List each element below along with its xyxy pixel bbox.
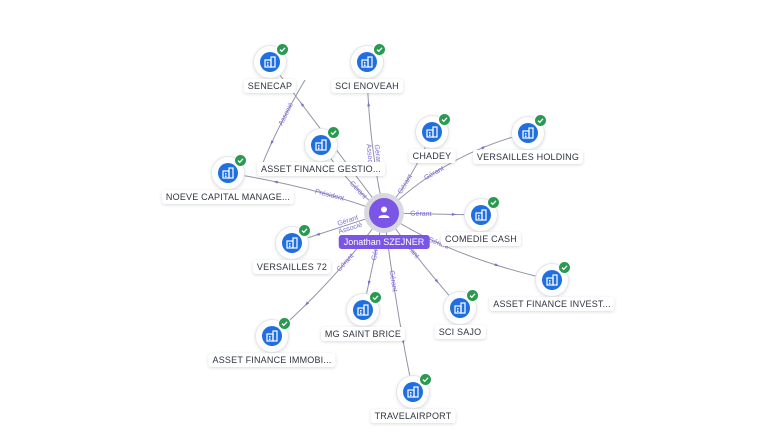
building-icon (403, 382, 423, 402)
edge-label-asset-finance-gestion: Gérant (348, 180, 368, 200)
verified-check-icon (278, 317, 291, 330)
edge-label-mg-saint-brice: Gérant (371, 239, 382, 261)
company-icon[interactable] (397, 373, 432, 408)
edge-arrow-noeve-capital (273, 180, 279, 184)
edge-arrow-asset-finance-invest (494, 263, 500, 267)
verified-check-icon (369, 291, 382, 304)
verified-check-icon (276, 43, 289, 56)
company-icon[interactable] (512, 114, 547, 149)
company-icon[interactable] (305, 126, 340, 161)
edge-label-versailles-72: GérantAssocié (335, 214, 363, 236)
edge-arrow-sci-enoveah (367, 101, 371, 107)
building-icon (282, 233, 302, 253)
building-icon (357, 52, 377, 72)
company-icon[interactable] (444, 289, 479, 324)
company-icon[interactable] (256, 317, 291, 352)
company-label[interactable]: VERSAILLES HOLDING (472, 150, 584, 164)
person-name-label[interactable]: Jonathan SZEJNER (338, 235, 430, 249)
company-icon[interactable] (276, 224, 311, 259)
edge-arrow-mg-saint-brice (367, 280, 371, 286)
edge-arrow-comedie-cash (451, 212, 457, 216)
building-icon (450, 298, 470, 318)
company-label[interactable]: TRAVELAIRPORT (370, 409, 456, 423)
company-label[interactable]: ASSET FINANCE IMMOBI... (208, 353, 336, 367)
building-icon (542, 270, 562, 290)
company-icon[interactable] (347, 291, 382, 326)
edge-versailles-holding (383, 132, 529, 214)
company-label[interactable]: COMEDIE CASH (441, 232, 521, 246)
edge-arrow-asset-finance-immobi (304, 301, 310, 306)
company-label[interactable]: SCI SAJO (434, 325, 486, 339)
edge-label-noeve-capital: Président (314, 188, 344, 202)
building-icon (518, 123, 538, 143)
company-icon[interactable] (254, 43, 289, 78)
edge-arrow-versailles-holding (481, 146, 486, 150)
building-icon (353, 300, 373, 320)
edge-arrow-sci-sajo (434, 278, 439, 284)
building-icon (262, 326, 282, 346)
company-label[interactable]: NOEVE CAPITAL MANAGE... (161, 190, 295, 204)
verified-check-icon (487, 196, 500, 209)
person-icon[interactable] (369, 198, 399, 228)
edge-label-travelairport: Gérant (387, 270, 397, 292)
verified-check-icon (534, 114, 547, 127)
verified-check-icon (558, 261, 571, 274)
verified-check-icon (298, 224, 311, 237)
building-icon (311, 135, 331, 155)
building-icon (471, 205, 491, 225)
company-label[interactable]: MG SAINT BRICE (320, 327, 406, 341)
verified-check-icon (327, 126, 340, 139)
company-label[interactable]: CHADEY (408, 149, 456, 163)
edge-senecap-asset-finance-gestion (261, 79, 306, 166)
company-label[interactable]: VERSAILLES 72 (252, 260, 332, 274)
edge-travelairport (383, 212, 414, 393)
edge-label-comedie-cash: Gérant (410, 211, 432, 218)
company-label[interactable]: SCI ENOVEAH (331, 79, 403, 93)
edge-label-sci-enoveah: GérantAssocié (364, 143, 382, 169)
edge-label-versailles-holding: Gérant (423, 165, 445, 182)
company-icon[interactable] (351, 43, 386, 78)
company-icon[interactable] (536, 261, 571, 296)
edge-arrow-senecap-asset-finance-gestion (270, 140, 274, 146)
building-icon (422, 122, 442, 142)
company-label[interactable]: SENECAP (243, 79, 297, 93)
edge-arrow-senecap (300, 102, 305, 107)
building-icon (260, 52, 280, 72)
verified-check-icon (234, 154, 247, 167)
verified-check-icon (419, 373, 432, 386)
verified-check-icon (373, 43, 386, 56)
company-icon[interactable] (465, 196, 500, 231)
edge-arrow-versailles-72 (315, 232, 321, 236)
edge-label-asset-finance-immobi: Gérant (336, 253, 356, 274)
edge-label-senecap-asset-finance-gestion: Associé (278, 102, 295, 127)
edge-label-chadey: Gérant (397, 173, 414, 195)
company-label[interactable]: ASSET FINANCE INVEST... (489, 297, 615, 311)
verified-check-icon (466, 289, 479, 302)
building-icon (218, 163, 238, 183)
company-icon[interactable] (212, 154, 247, 189)
company-icon[interactable] (416, 113, 451, 148)
verified-check-icon (438, 113, 451, 126)
company-label[interactable]: ASSET FINANCE GESTIO... (257, 162, 385, 176)
